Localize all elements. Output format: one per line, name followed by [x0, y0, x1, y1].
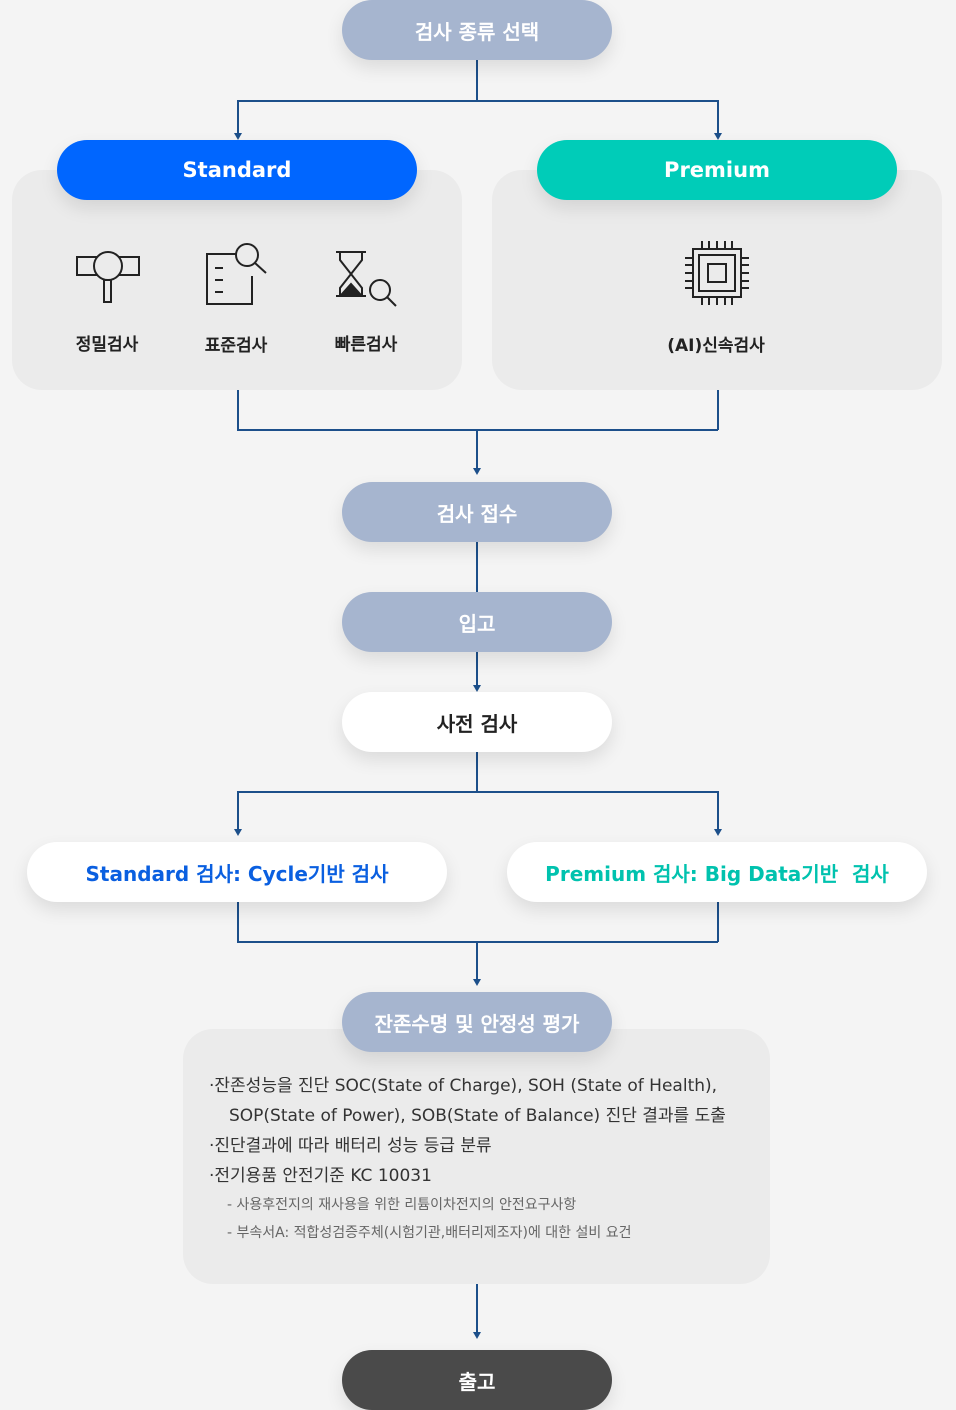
premium-panel	[492, 170, 942, 390]
arrow-head	[473, 1332, 481, 1339]
document-search-icon	[206, 243, 267, 305]
connector	[476, 429, 478, 468]
connector	[237, 429, 718, 431]
note-line: ·진단결과에 따라 배터리 성능 등급 분류	[209, 1136, 492, 1156]
standard-item-standard: 표준검사	[204, 336, 268, 356]
connector	[476, 60, 478, 100]
standard-panel	[12, 170, 462, 390]
magnifier-probe-icon	[76, 251, 140, 303]
premium-header: Premium	[537, 140, 897, 200]
method-standard: Standard 검사: Cycle기반 검사	[27, 842, 447, 902]
connector	[237, 791, 718, 793]
connector	[237, 791, 239, 829]
standard-item-quick: 빠른검사	[334, 335, 398, 355]
standard-header: Standard	[57, 140, 417, 200]
arrow-head	[473, 685, 481, 692]
step-reception: 검사 접수	[342, 482, 612, 542]
step-select-type: 검사 종류 선택	[342, 0, 612, 60]
connector	[237, 388, 239, 430]
note-sub-line: - 부속서A: 적합성검증주체(시험기관,배터리제조자)에 대한 설비 요건	[227, 1225, 632, 1241]
premium-item-ai: (AI)신속검사	[667, 336, 765, 356]
arrow-head	[714, 133, 722, 140]
hourglass-search-icon	[336, 251, 397, 307]
arrow-head	[234, 829, 242, 836]
step-warehousing: 입고	[342, 592, 612, 652]
connector	[237, 941, 718, 943]
connector	[237, 100, 239, 133]
evaluation-panel	[183, 1029, 770, 1284]
connector	[717, 791, 719, 829]
note-line: SOP(State of Power), SOB(State of Balanc…	[229, 1106, 726, 1126]
note-line: ·전기용품 안전기준 KC 10031	[209, 1166, 432, 1186]
connector	[237, 100, 718, 102]
arrow-head	[473, 979, 481, 986]
step-pre-inspection: 사전 검사	[342, 692, 612, 752]
evaluation-notes: ·잔존성능을 진단 SOC(State of Charge), SOH (Sta…	[209, 1071, 749, 1247]
connector	[476, 542, 478, 592]
connector	[717, 100, 719, 133]
connector	[476, 941, 478, 979]
connector	[476, 1284, 478, 1332]
arrow-head	[714, 829, 722, 836]
note-sub-line: - 사용후전지의 재사용을 위한 리튬이차전지의 안전요구사항	[227, 1197, 577, 1213]
connector	[717, 388, 719, 430]
arrow-head	[473, 468, 481, 475]
arrow-head	[234, 133, 242, 140]
connector	[237, 902, 239, 942]
standard-item-precision: 정밀검사	[75, 335, 139, 355]
step-evaluation: 잔존수명 및 안정성 평가	[342, 992, 612, 1052]
connector	[717, 902, 719, 942]
chip-icon	[685, 241, 749, 305]
step-release: 출고	[342, 1350, 612, 1410]
note-line: ·잔존성능을 진단 SOC(State of Charge), SOH (Sta…	[209, 1076, 718, 1096]
connector	[476, 752, 478, 792]
connector	[476, 652, 478, 685]
method-premium: Premium 검사: Big Data기반 검사	[507, 842, 927, 902]
